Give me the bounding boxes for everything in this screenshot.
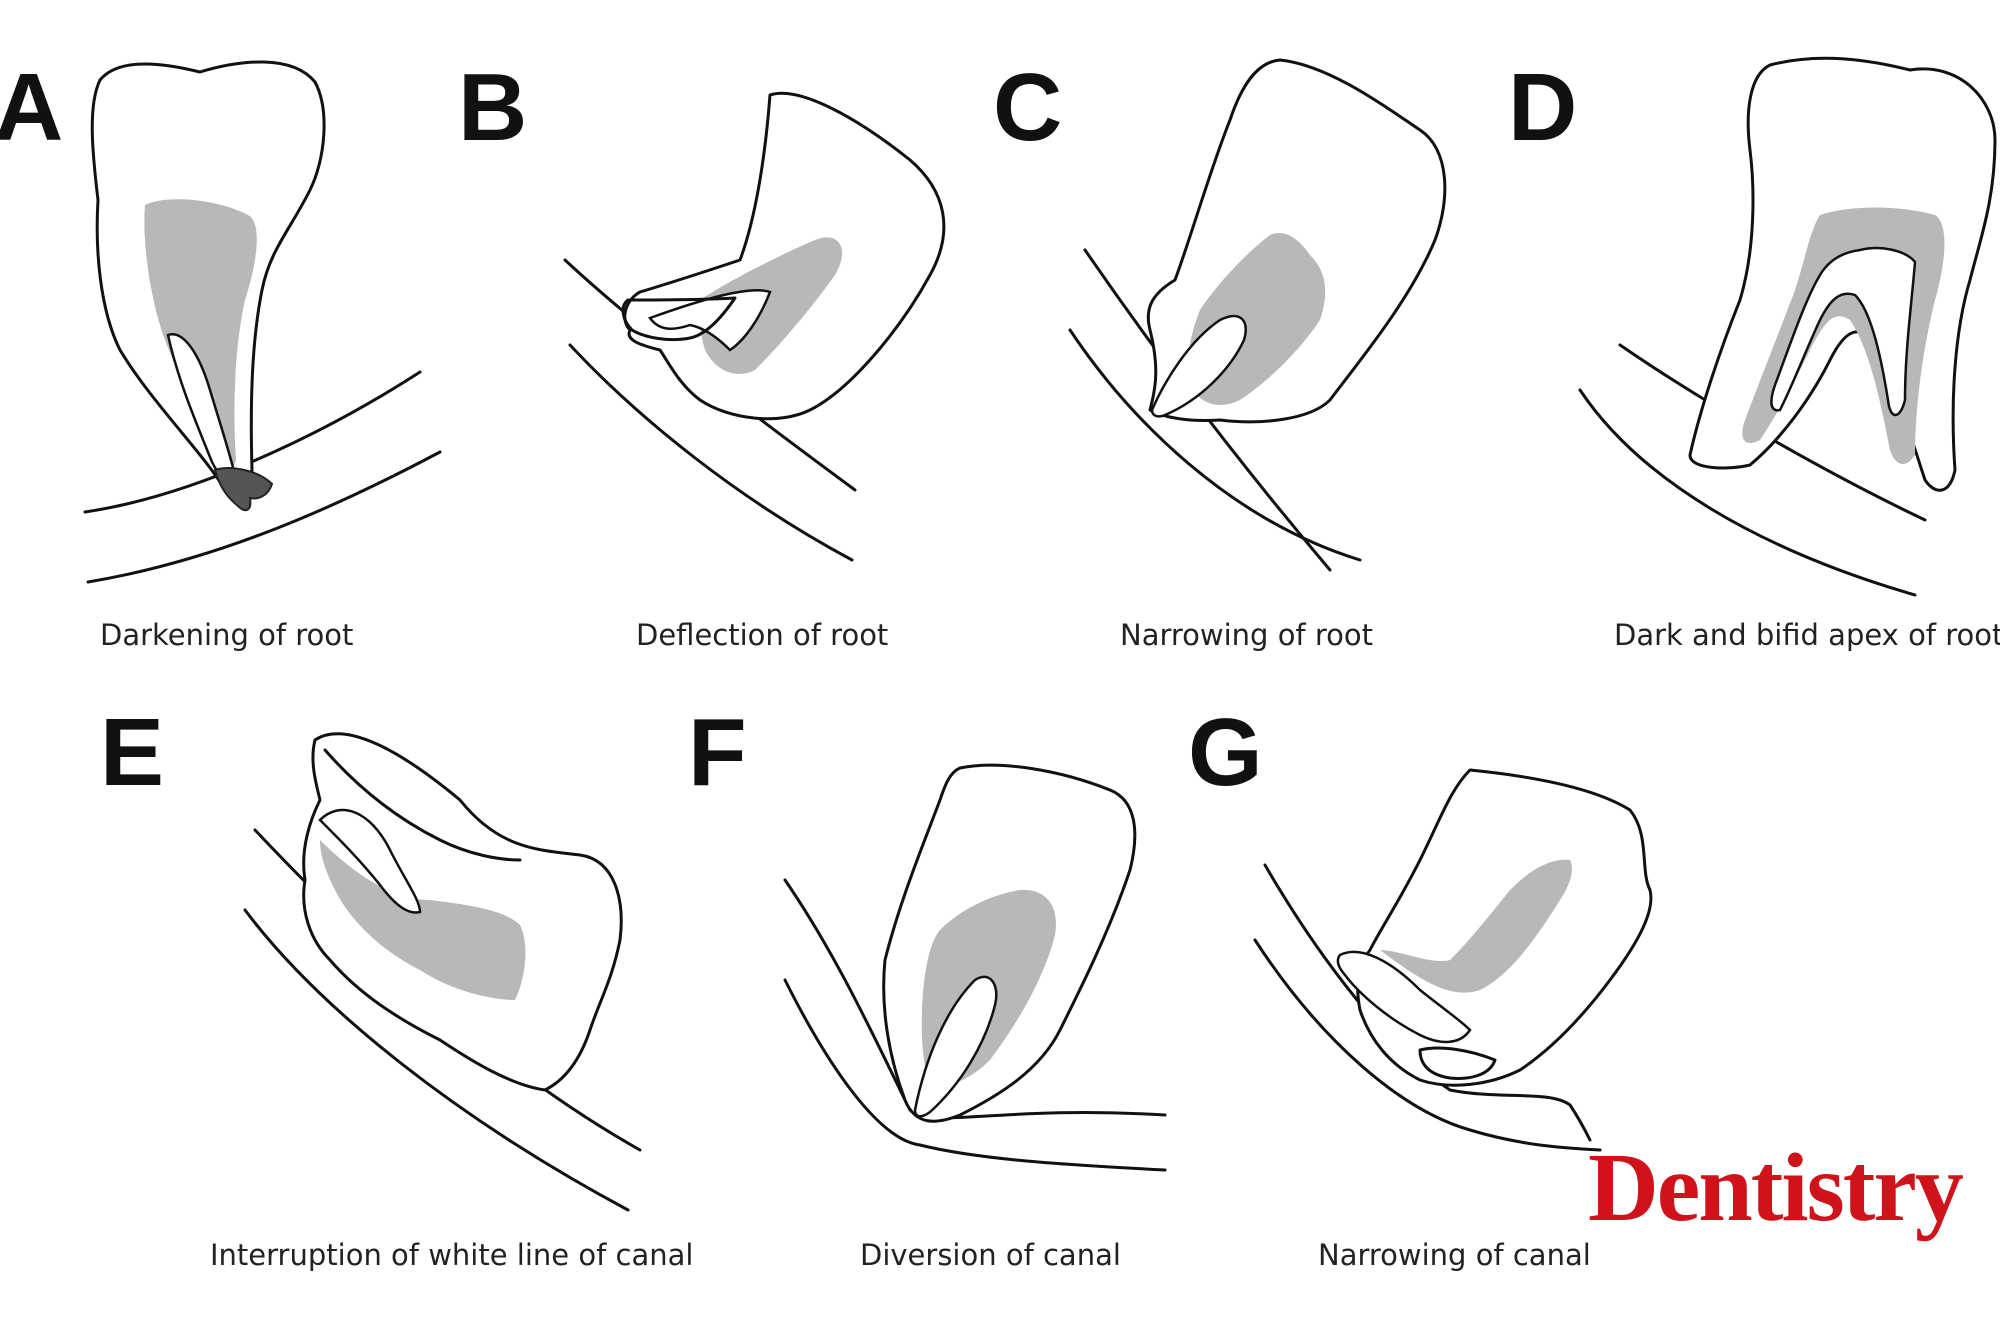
panel-g: G Narrowing of canal <box>1188 699 1653 1272</box>
panel-d: D Dark and bifid apex of root <box>1508 54 2000 652</box>
caption-g: Narrowing of canal <box>1318 1238 1591 1272</box>
panel-letter-e: E <box>100 699 164 806</box>
tooth-e-illustration <box>243 732 642 1212</box>
caption-e: Interruption of white line of canal <box>210 1238 693 1272</box>
panel-f: F Diversion of canal <box>688 699 1167 1272</box>
panel-letter-b: B <box>458 54 527 161</box>
panel-a: A Darkening of root <box>0 54 442 652</box>
tooth-g-illustration <box>1253 768 1653 1152</box>
caption-b: Deflection of root <box>636 618 888 652</box>
panel-e: E Interruption of white line of canal <box>100 699 693 1272</box>
caption-c: Narrowing of root <box>1120 618 1373 652</box>
tooth-b-illustration <box>563 91 946 562</box>
tooth-f-illustration <box>783 763 1167 1172</box>
panel-b: B Deflection of root <box>458 54 946 652</box>
panel-c: C Narrowing of root <box>993 54 1447 652</box>
caption-d: Dark and bifid apex of root <box>1614 618 2000 652</box>
panel-letter-c: C <box>993 54 1062 161</box>
caption-a: Darkening of root <box>100 618 353 652</box>
caption-f: Diversion of canal <box>860 1238 1121 1272</box>
panel-letter-f: F <box>688 699 747 806</box>
panel-letter-a: A <box>0 54 63 161</box>
panel-letter-d: D <box>1508 54 1577 161</box>
panel-letter-g: G <box>1188 699 1263 806</box>
tooth-c-illustration <box>1068 58 1447 572</box>
dentistry-logo: Dentistry <box>1588 1134 1964 1242</box>
tooth-d-illustration <box>1578 56 1997 597</box>
tooth-a-illustration <box>83 60 442 584</box>
